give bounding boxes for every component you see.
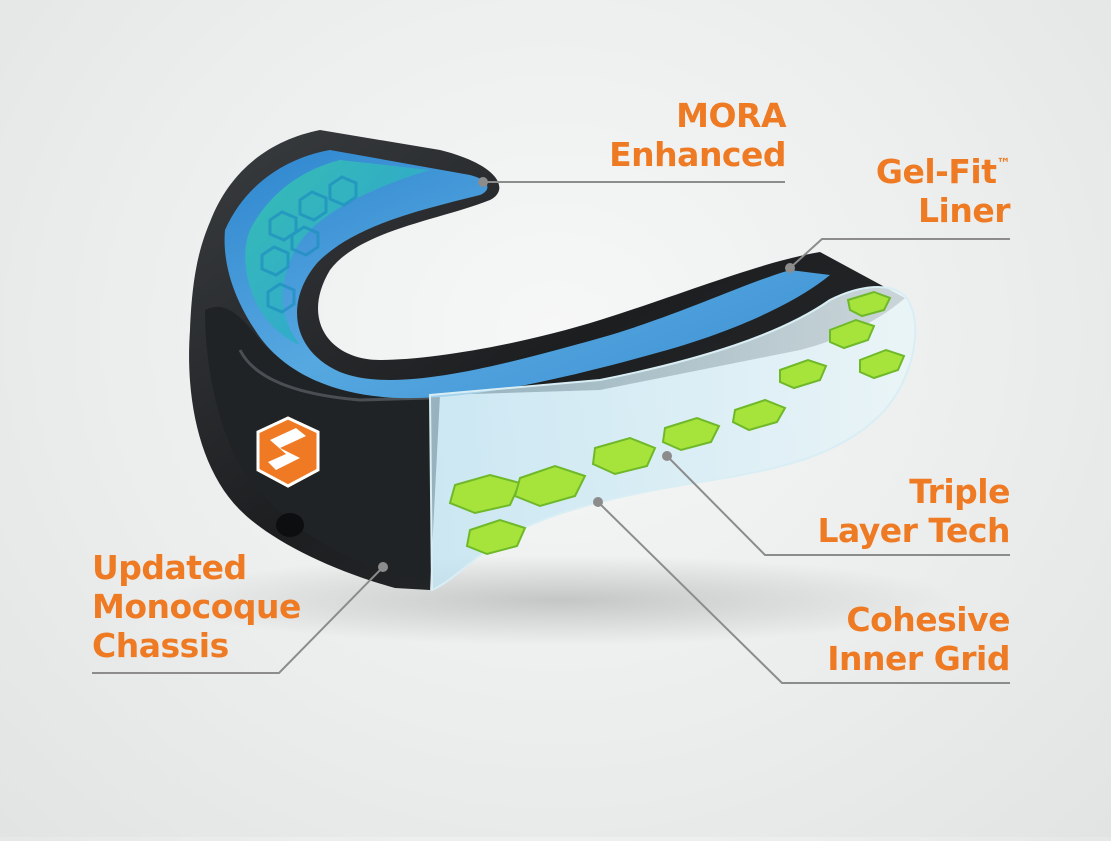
trademark-symbol: ™: [996, 156, 1011, 172]
hex-pattern: [260, 175, 358, 314]
shell-highlight: [238, 349, 431, 402]
callout-gel-fit-liner: Gel-Fit™ Liner: [875, 152, 1011, 230]
callout-cohesive-inner-grid: Cohesive Inner Grid: [827, 600, 1010, 678]
callout-triple-line1: Triple: [909, 472, 1010, 511]
leader-dots: [378, 177, 795, 572]
callout-gelfit-line1: Gel-Fit™: [875, 152, 1011, 191]
callout-mora-line2: Enhanced: [609, 135, 786, 174]
liner-blue: [224, 150, 830, 399]
callout-chassis-line1: Updated: [92, 548, 247, 587]
callout-triple-line2: Layer Tech: [817, 511, 1010, 550]
callout-updated-monocoque-chassis: Updated Monocoque Chassis: [92, 548, 301, 665]
liner-teal-channel: [245, 160, 430, 345]
callout-chassis-line3: Chassis: [92, 626, 229, 665]
callout-cohesive-line1: Cohesive: [846, 600, 1010, 639]
callout-cohesive-line2: Inner Grid: [827, 639, 1010, 678]
breathing-hole: [276, 513, 304, 537]
callout-mora-line1: MORA: [676, 96, 786, 135]
callout-triple-layer-tech: Triple Layer Tech: [817, 472, 1010, 550]
callout-gelfit-name: Gel-Fit: [875, 152, 997, 191]
green-grid: [448, 290, 906, 556]
callout-mora-enhanced: MORA Enhanced: [609, 96, 786, 174]
leader-lines: [92, 181, 1010, 684]
callout-gelfit-line2: Liner: [918, 191, 1011, 230]
brand-logo-badge: [256, 416, 320, 488]
ground-shadow: [160, 555, 960, 645]
callout-chassis-line2: Monocoque: [92, 587, 301, 626]
